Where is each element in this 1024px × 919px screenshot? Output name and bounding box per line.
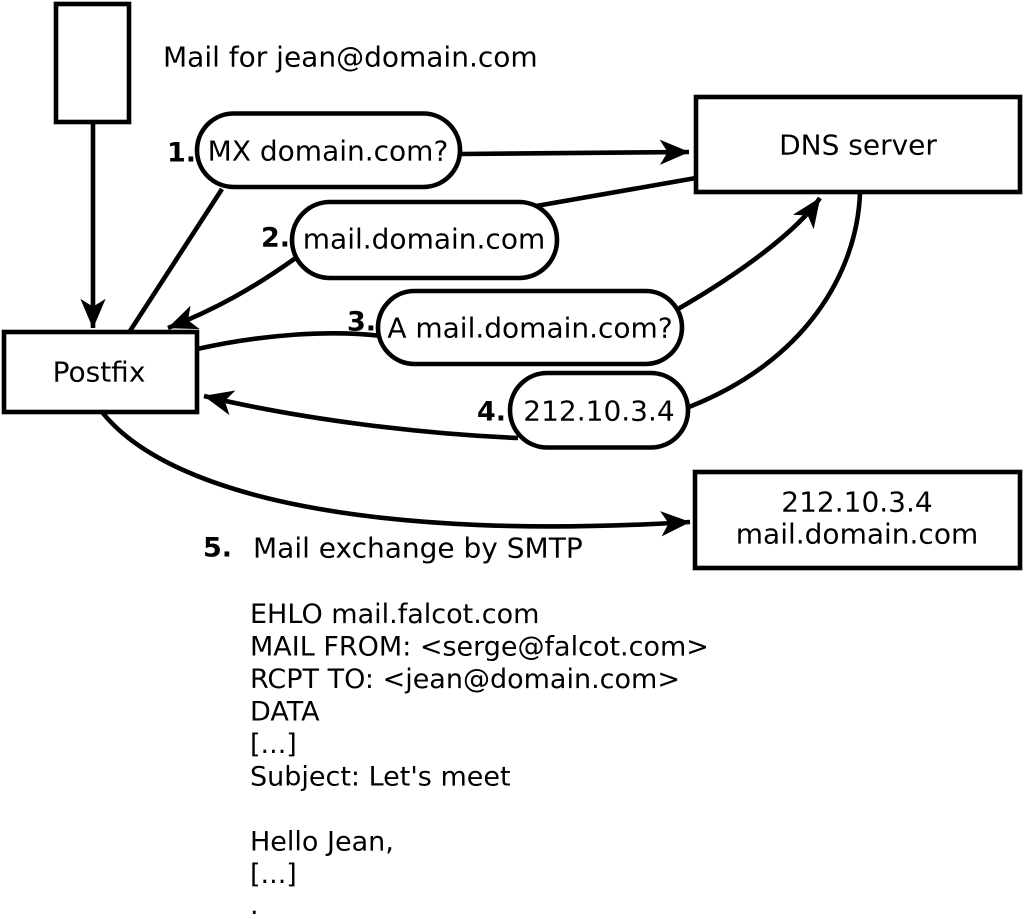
- dns-server-box: [693, 94, 1023, 195]
- step-5-label: Mail exchange by SMTP: [253, 532, 583, 565]
- step-2-number: 2.: [261, 223, 290, 254]
- smtp-line-data: DATA: [250, 697, 320, 728]
- smtp-line-subject: Subject: Let's meet: [250, 762, 511, 793]
- step-5-number: 5.: [203, 533, 232, 564]
- line-postfix-to-mx-query: [128, 187, 224, 333]
- step-2-mx-answer-pill: 2. mail.domain.com: [261, 199, 560, 281]
- step-1-label: MX domain.com?: [208, 135, 449, 168]
- dns-server-label: DNS server: [779, 129, 937, 162]
- postfix-box: [1, 329, 200, 415]
- line-dns-to-mx-answer: [535, 175, 697, 209]
- arrow-a-query-to-dns: [676, 196, 822, 311]
- postfix-label: Postfix: [53, 356, 146, 389]
- arrow-a-answer-to-postfix: [203, 390, 519, 441]
- mail-server-ip-label: 212.10.3.4: [781, 486, 932, 519]
- step-1-number: 1.: [167, 138, 196, 169]
- mail-server-hostname-label: mail.domain.com: [736, 518, 978, 551]
- step-5-smtp-annotation: 5. Mail exchange by SMTP: [203, 532, 583, 565]
- mail-server-box: [692, 469, 1023, 571]
- step-3-pill-shape: [375, 288, 685, 367]
- step-3-a-query-pill: 3. A mail.domain.com?: [347, 288, 685, 367]
- mail-server-node: 212.10.3.4 mail.domain.com: [692, 469, 1023, 571]
- postfix-node: Postfix: [1, 329, 200, 415]
- smtp-line-mail-from: MAIL FROM: <serge@falcot.com>: [250, 632, 709, 663]
- smtp-line-end-dot: .: [250, 890, 259, 919]
- step-2-label: mail.domain.com: [303, 223, 545, 256]
- smtp-line-ellipsis-1: [...]: [250, 729, 297, 760]
- arrow-mx-query-to-dns: [459, 139, 690, 165]
- step-3-label: A mail.domain.com?: [387, 312, 672, 345]
- smtp-line-rcpt-to: RCPT TO: <jean@domain.com>: [250, 664, 680, 695]
- arrow-postfix-to-mail-server: [100, 410, 691, 537]
- connectors: [80, 122, 863, 537]
- dns-server-node: DNS server: [693, 94, 1023, 195]
- smtp-line-hello: Hello Jean,: [250, 827, 394, 858]
- smtp-line-ellipsis-2: [...]: [250, 859, 297, 890]
- step-4-number: 4.: [477, 397, 506, 428]
- step-4-pill-shape: [507, 370, 691, 450]
- smtp-transcript: EHLO mail.falcot.com MAIL FROM: <serge@f…: [250, 599, 709, 919]
- step-4-label: 212.10.3.4: [523, 395, 674, 428]
- step-3-number: 3.: [347, 307, 376, 338]
- smtp-line-ehlo: EHLO mail.falcot.com: [250, 599, 539, 630]
- arrow-mx-answer-to-postfix: [167, 255, 299, 331]
- line-postfix-to-a-query: [196, 331, 383, 352]
- step-1-pill-shape: [194, 111, 463, 190]
- step-4-a-answer-pill: 4. 212.10.3.4: [477, 370, 691, 450]
- mail-note-label: Mail for jean@domain.com: [163, 41, 538, 74]
- step-2-pill-shape: [289, 199, 560, 281]
- mail-message-icon: [53, 1, 132, 125]
- step-1-mx-query-pill: 1. MX domain.com?: [167, 111, 463, 190]
- line-dns-to-a-answer: [688, 192, 863, 410]
